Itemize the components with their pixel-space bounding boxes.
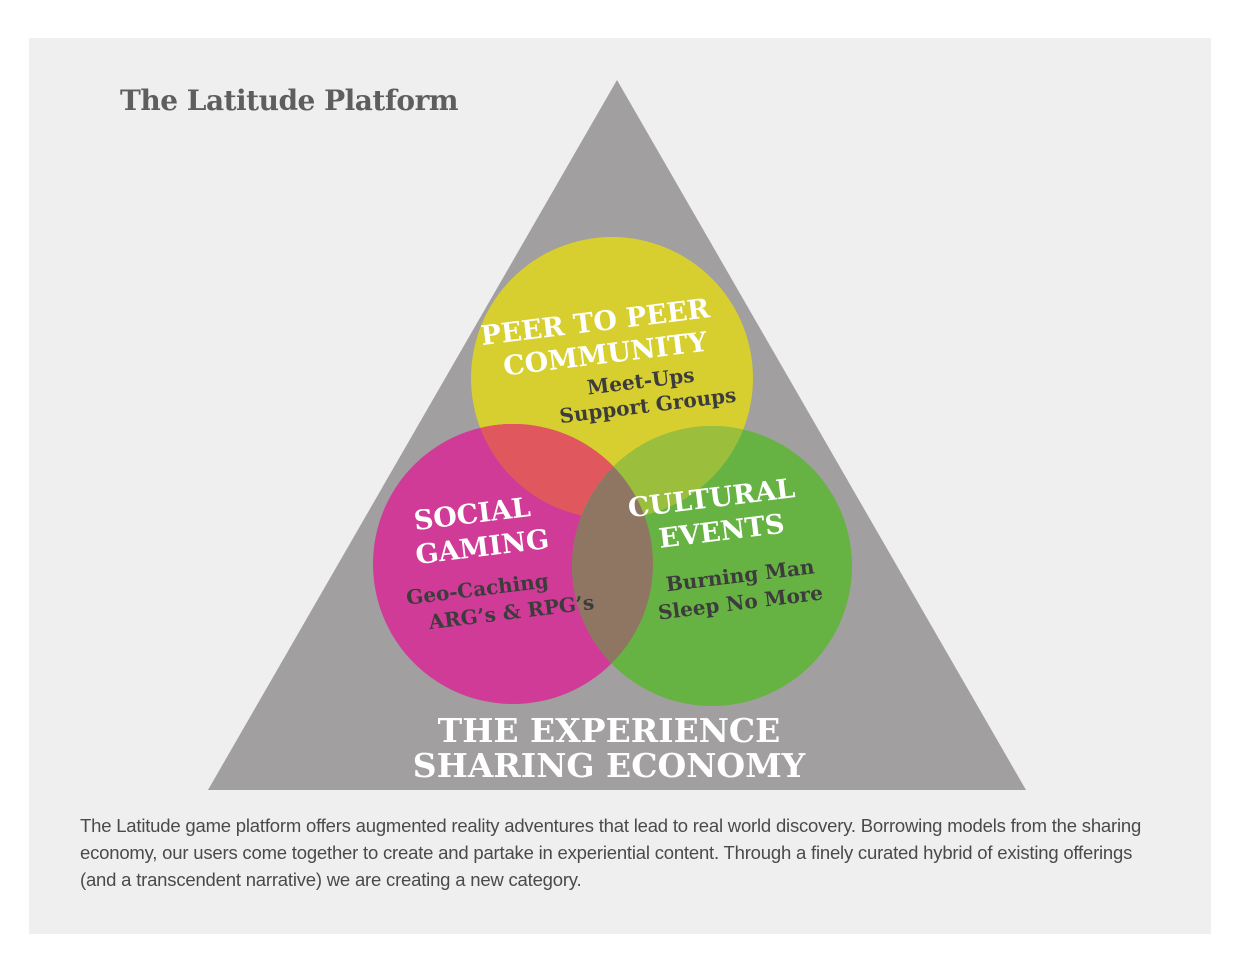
base-label-line-1: THE EXPERIENCE [438,711,781,750]
base-label-line-2: SHARING ECONOMY [413,746,806,785]
slide-title: The Latitude Platform [120,84,458,117]
overlap-community-gaming [471,424,653,519]
description-paragraph: The Latitude game platform offers augmen… [80,815,1142,890]
overlap-community-events [572,426,753,519]
